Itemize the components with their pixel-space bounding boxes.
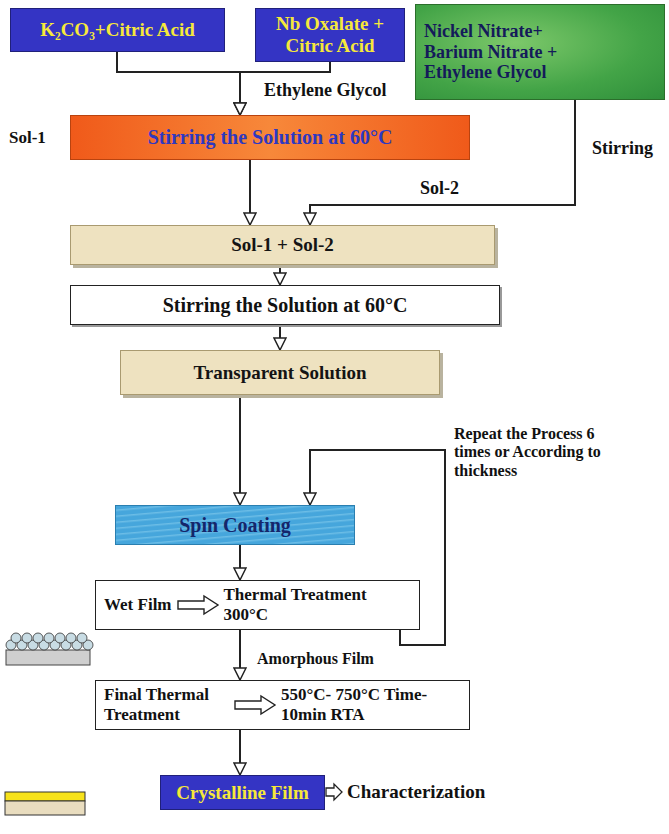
node-text: Final Thermal Treatment <box>104 685 229 724</box>
film-particle <box>44 633 54 643</box>
node-content: Stirring the Solution at 60°C <box>163 294 408 317</box>
process-box: Final Thermal Treatment 550°C- 750°C Time… <box>95 680 470 730</box>
flow-arrow <box>279 265 281 285</box>
process-box: Sol-1 + Sol-2 <box>70 225 495 265</box>
node-text: Nickel Nitrate+ Barium Nitrate + Ethylen… <box>424 21 574 83</box>
stage-label: Amorphous Film <box>255 650 376 668</box>
film-particle <box>33 633 43 643</box>
node-text: Nb Oxalate + Citric Acid <box>256 13 404 57</box>
flow-arrow <box>249 160 251 225</box>
node-content: Crystalline Film <box>176 782 308 804</box>
film-particle <box>22 633 32 643</box>
film-particle <box>55 633 65 643</box>
flow-arrow <box>239 730 241 775</box>
flow-arrow <box>239 545 241 580</box>
node-content: Transparent Solution <box>194 362 367 384</box>
node-text: Stirring the Solution at 60°C <box>163 294 408 317</box>
crystalline-layer <box>5 792 85 801</box>
node-content: Nb Oxalate + Citric Acid <box>256 13 404 57</box>
process-box: Spin Coating <box>115 505 355 545</box>
flow-arrow <box>239 395 241 505</box>
node-content: Stirring the Solution at 60°C <box>148 126 393 149</box>
process-box: Crystalline Film <box>160 775 325 810</box>
node-text: Crystalline Film <box>176 782 308 804</box>
process-box: Nickel Nitrate+ Barium Nitrate + Ethylen… <box>415 4 665 100</box>
node-text: Spin Coating <box>179 514 291 537</box>
node-content: Nickel Nitrate+ Barium Nitrate + Ethylen… <box>416 21 574 83</box>
node-text: Sol-1 + Sol-2 <box>231 234 334 256</box>
inner-arrow-shape <box>178 596 218 614</box>
process-box: Stirring the Solution at 60°CSol-1 <box>70 115 470 160</box>
process-box: K₂CO₃+Citric Acid <box>10 8 225 52</box>
process-note: Ethylene Glycol <box>262 80 389 101</box>
node-text: Transparent Solution <box>194 362 367 384</box>
edge-label: Sol-2 <box>418 178 461 199</box>
film-particle <box>66 633 76 643</box>
process-box: Wet Film Thermal Treatment 300°C <box>95 580 420 630</box>
small-arrow <box>326 784 342 800</box>
sol-heading: Sol-1 <box>9 128 46 148</box>
flow-arrow <box>117 52 240 115</box>
process-box: Stirring the Solution at 60°C <box>70 285 500 325</box>
edge-label: Repeat the Process 6 times or According … <box>452 425 621 480</box>
substrate <box>6 650 90 665</box>
flow-arrow <box>239 630 241 680</box>
film-particle <box>11 633 21 643</box>
substrate <box>5 801 85 815</box>
flow-arrow <box>279 325 281 350</box>
node-text: 550°C- 750°C Time- 10min RTA <box>281 685 446 724</box>
film-particle <box>77 633 87 643</box>
inner-arrow-shape <box>235 696 275 714</box>
node-text: Wet Film <box>104 595 172 615</box>
inner-arrow <box>176 594 220 616</box>
process-box: Nb Oxalate + Citric Acid <box>255 8 405 62</box>
output-label: Characterization <box>345 781 487 803</box>
process-box: Transparent Solution <box>120 350 440 395</box>
node-content: Wet Film Thermal Treatment 300°C <box>96 585 374 624</box>
node-text: K₂CO₃+Citric Acid <box>40 19 195 41</box>
node-text: Stirring the Solution at 60°C <box>148 126 393 149</box>
substrate-illustration <box>6 633 93 665</box>
node-content: Final Thermal Treatment 550°C- 750°C Time… <box>96 685 446 724</box>
node-content: Spin Coating <box>179 514 291 537</box>
node-text: Thermal Treatment 300°C <box>224 585 374 624</box>
node-content: K₂CO₃+Citric Acid <box>40 19 195 41</box>
inner-arrow <box>233 694 277 716</box>
node-content: Sol-1 + Sol-2 <box>231 234 334 256</box>
process-note: Stirring <box>590 138 655 159</box>
